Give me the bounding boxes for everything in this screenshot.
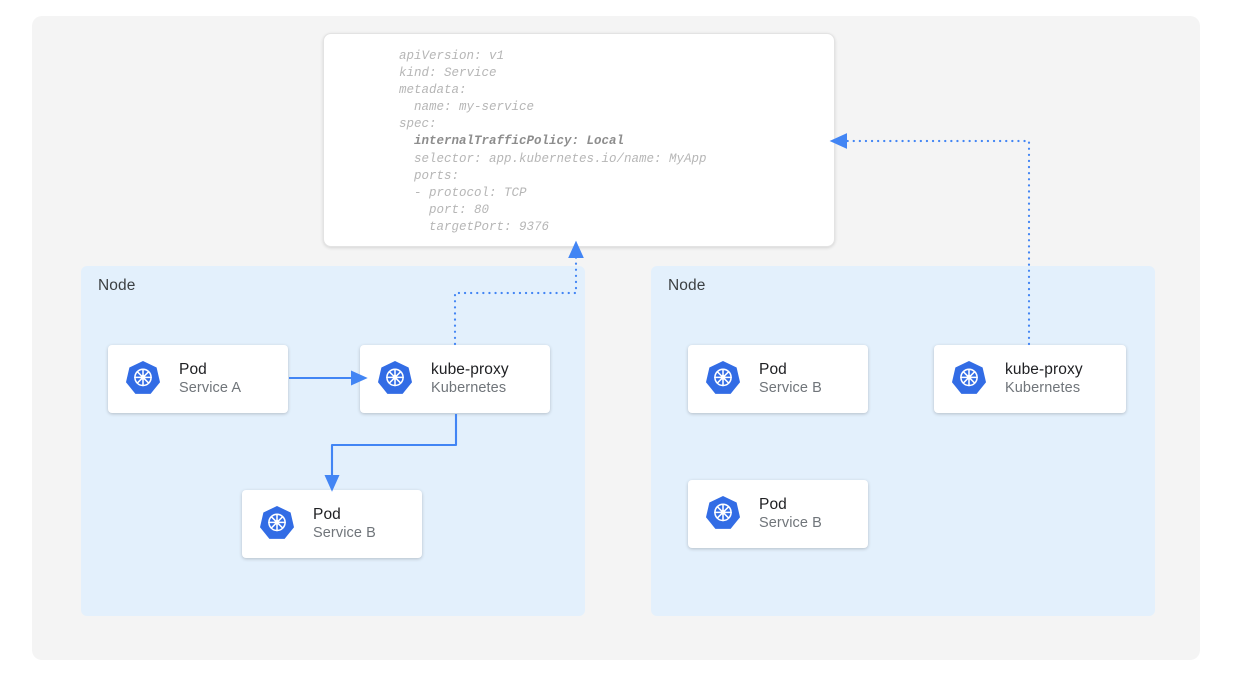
card-title: Pod xyxy=(759,496,787,513)
manifest-line-4: spec: xyxy=(399,117,437,132)
card-title: Pod xyxy=(759,361,787,378)
manifest-line-1: kind: Service xyxy=(399,66,497,81)
manifest-line-8: - protocol: TCP xyxy=(399,185,527,200)
manifest-line-3: name: my-service xyxy=(399,100,535,115)
card-subtitle: Service B xyxy=(759,515,822,531)
card-pod-service-b-right-top[interactable]: Pod Service B xyxy=(688,345,868,413)
manifest-line-9: port: 80 xyxy=(399,202,490,217)
card-subtitle: Kubernetes xyxy=(431,380,507,396)
kubernetes-logo-icon xyxy=(377,359,413,400)
card-title: kube-proxy xyxy=(431,361,509,378)
manifest-line-7: ports: xyxy=(399,168,460,183)
card-subtitle: Service A xyxy=(179,380,242,396)
card-subtitle: Service B xyxy=(313,525,376,541)
kubernetes-logo-icon xyxy=(951,359,987,400)
manifest-line-0: apiVersion: v1 xyxy=(399,49,505,63)
card-kube-proxy-right[interactable]: kube-proxy Kubernetes xyxy=(934,345,1126,413)
kubernetes-logo-icon xyxy=(125,359,161,400)
service-manifest-text: apiVersion: v1 kind: Service metadata: nam… xyxy=(399,48,707,236)
card-subtitle: Service B xyxy=(759,380,822,396)
node-right-label: Node xyxy=(668,277,706,294)
card-pod-service-b-right-bottom[interactable]: Pod Service B xyxy=(688,480,868,548)
kubernetes-logo-icon xyxy=(259,504,295,545)
card-title: Pod xyxy=(179,361,207,378)
kubernetes-logo-icon xyxy=(705,359,741,400)
manifest-line-10: targetPort: 9376 xyxy=(399,219,550,234)
kubernetes-logo-icon xyxy=(705,494,741,535)
card-pod-service-a[interactable]: Pod Service A xyxy=(108,345,288,413)
diagram-canvas: apiVersion: v1 kind: Service metadata: nam… xyxy=(32,16,1200,660)
node-left-container: Node xyxy=(81,266,585,616)
service-manifest-card: apiVersion: v1 kind: Service metadata: nam… xyxy=(323,33,835,247)
card-title: kube-proxy xyxy=(1005,361,1083,378)
card-subtitle: Kubernetes xyxy=(1005,380,1081,396)
manifest-line-6: selector: app.kubernetes.io/name: MyApp xyxy=(399,151,707,166)
manifest-line-5: internalTrafficPolicy: Local xyxy=(399,134,625,149)
manifest-line-2: metadata: xyxy=(399,83,467,98)
card-pod-service-b-left[interactable]: Pod Service B xyxy=(242,490,422,558)
card-title: Pod xyxy=(313,506,341,523)
node-left-label: Node xyxy=(98,277,136,294)
node-right-container: Node xyxy=(651,266,1155,616)
card-kube-proxy-left[interactable]: kube-proxy Kubernetes xyxy=(360,345,550,413)
